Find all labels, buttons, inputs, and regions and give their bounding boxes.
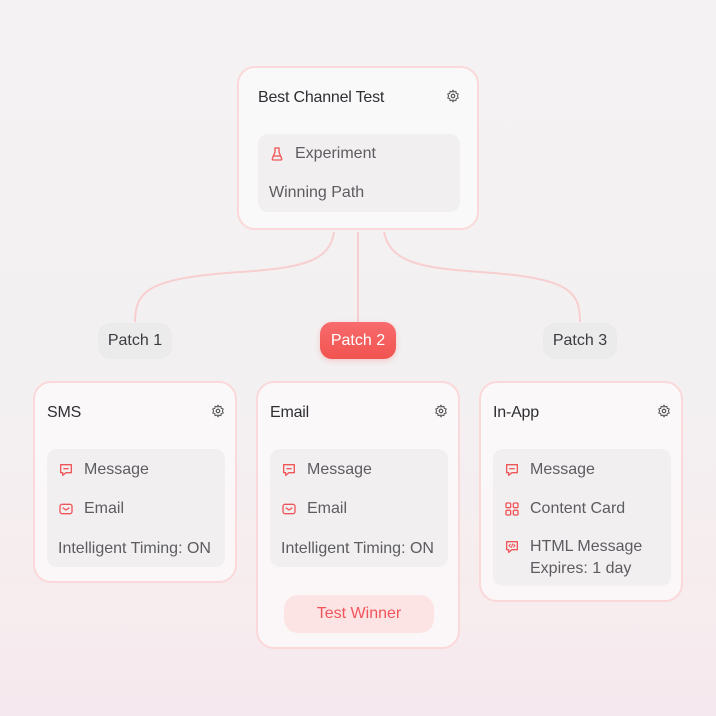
email-timing-row: Intelligent Timing: ON (281, 540, 434, 558)
root-node-title: Best Channel Test (258, 89, 385, 106)
sms-card[interactable]: SMS Message Email Intelligent Timing: ON (33, 381, 237, 583)
message-icon (60, 464, 72, 476)
flask-icon (271, 147, 283, 161)
in-app-card[interactable]: In-App Message Content Card HTML Message… (479, 381, 683, 602)
patch-1-pill[interactable]: Patch 1 (98, 323, 172, 359)
gear-icon[interactable] (434, 404, 448, 418)
email-message-label: Message (307, 461, 372, 478)
root-node-details (258, 134, 460, 212)
winning-path-label: Winning Path (269, 184, 365, 201)
gear-icon[interactable] (657, 404, 671, 418)
gear-icon[interactable] (211, 404, 225, 418)
sms-email-label: Email (84, 500, 125, 517)
email-card-details (270, 449, 448, 567)
in-app-html-label: HTML Message (530, 538, 643, 555)
patch-3-pill[interactable]: Patch 3 (543, 323, 617, 359)
message-icon (506, 464, 518, 476)
winning-path-row: Winning Path (269, 184, 364, 202)
sms-message-label: Message (84, 461, 149, 478)
email-icon (59, 503, 73, 515)
sms-message-row: Message (58, 461, 149, 479)
email-email-row: Email (281, 500, 347, 518)
in-app-expires-label: Expires: 1 day (530, 560, 632, 577)
email-icon (282, 503, 296, 515)
in-app-card-title: In-App (493, 404, 539, 421)
root-node-card[interactable]: Best Channel Test Experiment Winning Pat… (237, 66, 479, 230)
email-card-title: Email (270, 404, 310, 421)
email-message-row: Message (281, 461, 372, 479)
sms-card-title: SMS (47, 404, 82, 421)
in-app-expires-row: Expires: 1 day (530, 560, 631, 578)
in-app-card-details (493, 449, 671, 586)
sms-card-details (47, 449, 225, 567)
gear-icon[interactable] (446, 89, 460, 103)
experiment-row: Experiment (269, 145, 376, 163)
message-icon (283, 464, 295, 476)
in-app-content-card-label: Content Card (530, 500, 626, 517)
in-app-message-row: Message (504, 461, 595, 479)
email-email-label: Email (307, 500, 348, 517)
html-message-icon (506, 541, 518, 553)
email-card[interactable]: Email Message Email Intelligent Timing: … (256, 381, 460, 649)
sms-timing-label: Intelligent Timing: ON (58, 540, 211, 557)
patch-2-pill[interactable]: Patch 2 (320, 322, 396, 359)
in-app-content-card-row: Content Card (504, 500, 625, 518)
experiment-label: Experiment (295, 145, 376, 162)
content-card-icon (505, 502, 519, 516)
sms-email-row: Email (58, 500, 124, 518)
test-winner-badge[interactable]: Test Winner (284, 595, 434, 633)
in-app-html-row: HTML Message (504, 538, 642, 556)
in-app-message-label: Message (530, 461, 595, 478)
sms-timing-row: Intelligent Timing: ON (58, 540, 211, 558)
email-timing-label: Intelligent Timing: ON (281, 540, 434, 557)
